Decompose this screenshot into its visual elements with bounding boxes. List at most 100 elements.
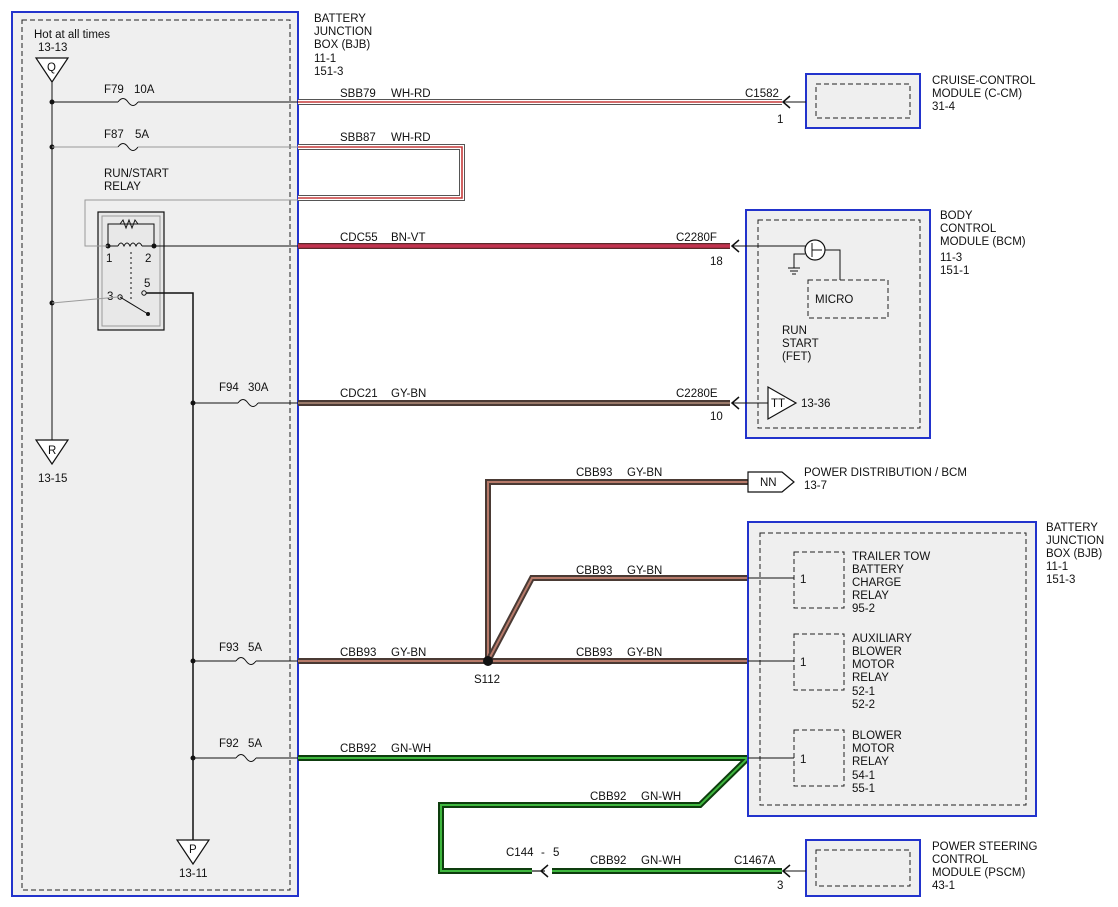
aux-relay-line5: 52-1 [852,686,875,698]
aux-relay-line2: BLOWER [852,646,902,658]
bcm-ref2: 151-1 [940,265,969,277]
trailer-relay-line4: RELAY [852,590,889,602]
power-distribution-connector: NN POWER DISTRIBUTION / BCM 13-7 [747,467,967,493]
aux-relay-line3: MOTOR [852,659,895,671]
bjb-left-title: BATTERY JUNCTION BOX (BJB) 11-1 151-3 [314,13,372,78]
splice-s112-icon [483,656,493,666]
relay-pin-5: 5 [144,278,150,290]
wire-cbb92-diag-circuit: CBB92 [590,791,626,803]
wire-cbb93-trailer-color: GY-BN [627,565,662,577]
wire-cbb93-up-circuit: CBB93 [576,467,612,479]
power-dist-ref: 13-7 [804,480,827,492]
trailer-relay-pin: 1 [800,574,806,586]
relay-label-line2: RELAY [104,181,141,193]
bjb-right-title-line1: BATTERY [1046,522,1098,534]
connector-c144: C144 - 5 [506,847,559,878]
aux-blower-relay [793,633,845,691]
fuse-f92-id: F92 [219,738,239,750]
hot-at-all-times-label: Hot at all times [34,29,110,41]
connector-c1582-name: C1582 [745,88,779,100]
trailer-relay-line1: TRAILER TOW [852,551,930,563]
bjb-left-ref1: 11-1 [314,53,336,65]
fuse-f94-id: F94 [219,382,239,394]
pscm-title-line3: MODULE (PSCM) [932,867,1025,879]
ccm-title-line2: MODULE (C-CM) [932,88,1022,100]
wire-cbb93-aux-circuit: CBB93 [576,647,612,659]
connector-r: R 13-15 [34,439,70,485]
fuse-f92-rating: 5A [248,738,262,750]
wire-sbb87-circuit: SBB87 [340,132,376,144]
trailer-relay-line3: CHARGE [852,577,902,589]
relay-pin3-lead [51,296,119,304]
connector-c1467a-pin: 3 [777,880,783,892]
wire-cbb93-up-color: GY-BN [627,467,662,479]
bjb-right-title-line3: BOX (BJB) [1046,548,1102,560]
bcm-title-line1: BODY [940,210,973,222]
bjb-right-ref2: 151-3 [1046,574,1075,586]
connector-c1467a-name: C1467A [734,855,776,867]
trailer-tow-relay [793,551,845,609]
coil-ground-lead [84,199,298,247]
run-start-relay: 1 2 3 5 [97,211,165,331]
wire-cbb93-aux-color: GY-BN [627,647,662,659]
fuse-f92-symbol [235,754,257,762]
connector-p-label: P [189,844,197,856]
wire-sbb87-color: WH-RD [391,132,431,144]
relay-output-bus [146,292,194,840]
bjb-left-title-line1: BATTERY [314,13,366,25]
bcm-fet-line1: RUN [782,325,807,337]
bjb-right-ref1: 11-1 [1046,561,1068,573]
relay-pin-3: 3 [107,291,113,303]
relay-pin-2: 2 [145,253,151,265]
aux-relay-line4: RELAY [852,672,889,684]
connector-c2280f-pin: 18 [710,256,723,268]
wire-cbb92-diag-color: GN-WH [641,791,681,803]
bjb-right-box: 1 TRAILER TOW BATTERY CHARGE RELAY 95-2 … [747,521,1104,817]
wire-cbb92-bottom-circuit: CBB92 [590,855,626,867]
fuse-f93-rating: 5A [248,642,262,654]
bjb-left-title-line2: JUNCTION [314,26,372,38]
hot-ref: 13-13 [38,42,67,54]
wire-cbb93-main-circuit: CBB93 [340,647,376,659]
wire-sbb79-color: WH-RD [391,88,431,100]
connector-c1582-pin: 1 [777,114,783,126]
bcm-tt-label: TT [771,398,785,410]
aux-relay-line6: 52-2 [852,699,875,711]
wire-sbb87 [298,144,465,201]
connector-p: P 13-11 [175,839,211,880]
bcm-tt-ref: 13-36 [801,398,830,410]
splice-s112-label: S112 [474,674,500,686]
trailer-relay-line2: BATTERY [852,564,904,576]
wire-cbb93-main-color: GY-BN [391,647,426,659]
wire-cbb92-main-circuit: CBB92 [340,743,376,755]
power-dist-label: POWER DISTRIBUTION / BCM [804,467,967,479]
fuse-f94-rating: 30A [248,382,269,394]
bcm-fet-line3: (FET) [782,351,812,363]
connector-r-ref: 13-15 [38,473,67,485]
wire-cdc21-color: GY-BN [391,388,426,400]
fuse-f79-rating: 10A [134,84,155,96]
connector-c144-pin: 5 [553,847,559,859]
relay-pin-1: 1 [106,253,112,265]
trailer-relay-line5: 95-2 [852,603,875,615]
wire-cbb93-trailer [485,575,748,663]
relay-resistor-icon [119,218,139,230]
bcm-fet-line2: START [782,338,819,350]
bjb-right-title-line2: JUNCTION [1046,535,1104,547]
blower-relay-line3: RELAY [852,756,889,768]
pscm-title-line1: POWER STEERING [932,841,1037,853]
wire-sbb79-circuit: SBB79 [340,88,376,100]
blower-relay-line4: 54-1 [852,770,875,782]
connector-q-label: Q [47,62,56,74]
pscm-ref: 43-1 [932,880,955,892]
bcm-title-line3: MODULE (BCM) [940,236,1026,248]
bjb-left-ref2: 151-3 [314,66,343,78]
fuse-f93-id: F93 [219,642,239,654]
blower-relay-line2: MOTOR [852,743,895,755]
ccm-title-line1: CRUISE-CONTROL [932,75,1036,87]
fuse-f87-id: F87 [104,129,124,141]
bcm-micro-label: MICRO [815,294,853,306]
wire-cdc21-circuit: CDC21 [340,388,378,400]
connector-q: Q [34,57,70,84]
